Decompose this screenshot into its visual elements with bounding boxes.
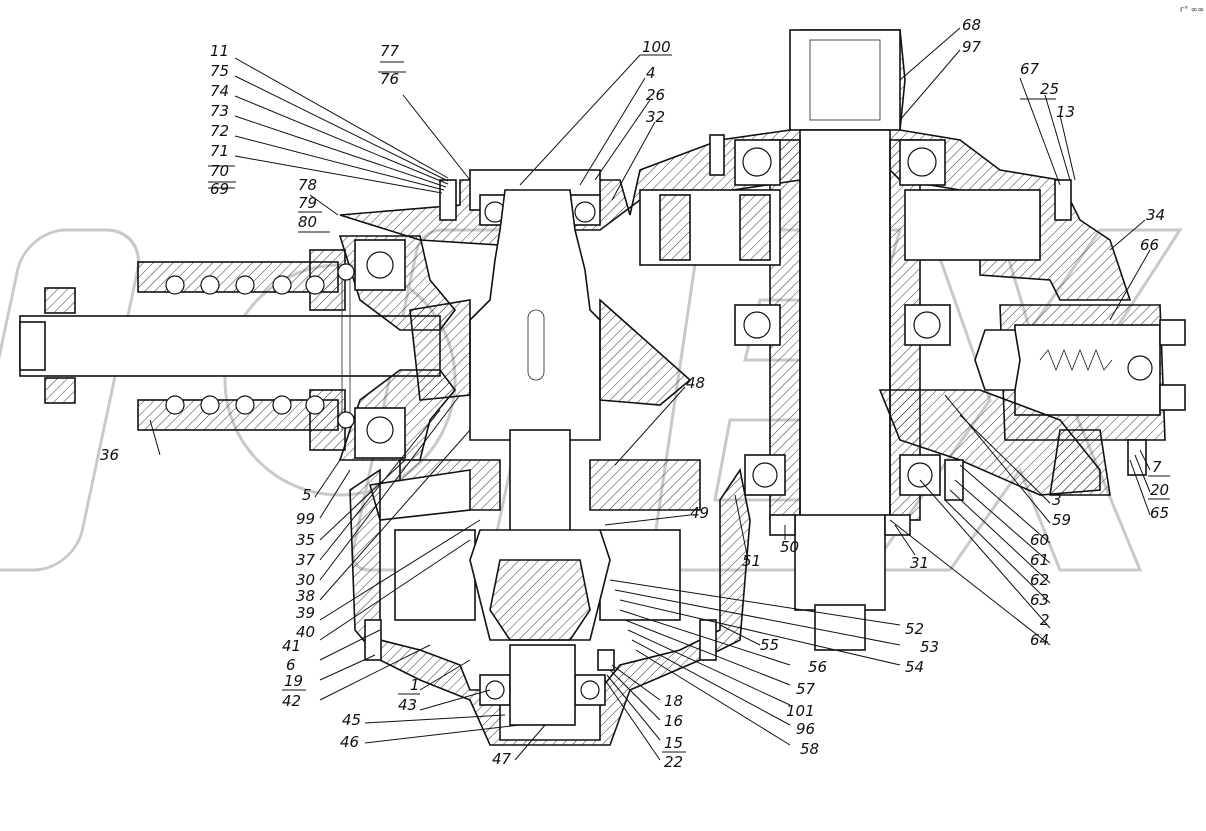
- callout-4: 4: [646, 64, 656, 82]
- callout-1: 1: [410, 676, 420, 694]
- callout-97: 97: [962, 38, 982, 56]
- fasteners: [364, 134, 1147, 671]
- callout-26: 26: [646, 86, 665, 104]
- callout-46: 46: [340, 733, 359, 751]
- callout-35: 35: [296, 531, 315, 549]
- bearing-ball: [200, 275, 220, 295]
- callout-36: 36: [100, 446, 119, 464]
- callout-20: 20: [1150, 481, 1169, 499]
- callout-77: 77: [380, 42, 400, 60]
- callout-34: 34: [1146, 206, 1165, 224]
- callout-63: 63: [1030, 591, 1049, 609]
- callout-40: 40: [296, 623, 315, 641]
- callout-78: 78: [298, 176, 317, 194]
- callout-32: 32: [646, 108, 665, 126]
- callout-64: 64: [1030, 631, 1049, 649]
- right-valve-block: [878, 304, 1186, 496]
- bearing-ball: [305, 395, 325, 415]
- callout-39: 39: [296, 604, 315, 622]
- callout-71: 71: [210, 142, 229, 160]
- callout-22: 22: [664, 753, 683, 771]
- callout-43: 43: [398, 696, 417, 714]
- callout-69: 69: [210, 180, 229, 198]
- bearing-ball: [235, 275, 255, 295]
- callout-79: 79: [298, 194, 317, 212]
- callout-66: 66: [1140, 236, 1159, 254]
- lower-housing: [349, 467, 911, 746]
- callout-labels: 11 75 74 73 72 71 70 69 78 79 80 77 76 1…: [100, 16, 1169, 771]
- callout-7: 7: [1152, 458, 1162, 476]
- callout-16: 16: [664, 712, 683, 730]
- callout-25: 25: [1040, 80, 1059, 98]
- callout-19: 19: [284, 672, 303, 690]
- leader-lines: [149, 27, 1151, 761]
- callout-101: 101: [786, 702, 815, 720]
- callout-100: 100: [642, 38, 671, 56]
- callout-6: 6: [286, 656, 296, 674]
- callout-47: 47: [492, 750, 512, 768]
- callout-51: 51: [742, 552, 761, 570]
- upper-housing: [339, 29, 1132, 521]
- center-shaft-assembly: [368, 169, 701, 541]
- callout-52: 52: [905, 620, 924, 638]
- callout-60: 60: [1030, 531, 1049, 549]
- callout-3: 3: [1052, 491, 1062, 509]
- callout-67: 67: [1020, 60, 1040, 78]
- callout-13: 13: [1056, 103, 1075, 121]
- bearing-ball: [165, 275, 185, 295]
- callout-65: 65: [1150, 504, 1169, 522]
- bearing-ball: [305, 275, 325, 295]
- callout-15: 15: [664, 734, 683, 752]
- callout-53: 53: [920, 638, 939, 656]
- callout-54: 54: [905, 658, 924, 676]
- callout-76: 76: [380, 70, 399, 88]
- callout-42: 42: [282, 692, 301, 710]
- bearing-ball: [165, 395, 185, 415]
- callout-96: 96: [796, 720, 815, 738]
- corner-mark: г° ∞∞: [1180, 5, 1204, 14]
- callout-45: 45: [342, 711, 361, 729]
- callout-41: 41: [282, 637, 301, 655]
- callout-75: 75: [210, 62, 229, 80]
- callout-2: 2: [1040, 611, 1050, 629]
- bearing-ball: [272, 395, 292, 415]
- callout-72: 72: [210, 122, 229, 140]
- callout-49: 49: [690, 504, 709, 522]
- label-underlines: [208, 61, 1170, 753]
- callout-37: 37: [296, 551, 316, 569]
- callout-5: 5: [302, 486, 312, 504]
- bearing-ball: [200, 395, 220, 415]
- callout-74: 74: [210, 82, 229, 100]
- callout-55: 55: [760, 636, 779, 654]
- callout-62: 62: [1030, 571, 1049, 589]
- callout-48: 48: [686, 374, 705, 392]
- callout-30: 30: [296, 571, 315, 589]
- bearing-ball: [235, 395, 255, 415]
- callout-56: 56: [808, 658, 827, 676]
- bearing-ball: [272, 275, 292, 295]
- callout-58: 58: [800, 740, 819, 758]
- callout-38: 38: [296, 587, 315, 605]
- left-bearing-balls: [165, 275, 325, 415]
- callout-70: 70: [210, 162, 229, 180]
- callout-68: 68: [962, 16, 981, 34]
- callout-80: 80: [298, 213, 317, 231]
- callout-73: 73: [210, 102, 229, 120]
- callout-18: 18: [664, 692, 683, 710]
- callout-50: 50: [780, 538, 799, 556]
- callout-31: 31: [910, 554, 929, 572]
- callout-59: 59: [1052, 511, 1071, 529]
- callout-99: 99: [296, 510, 315, 528]
- left-shaft-assembly: [19, 235, 457, 461]
- callout-11: 11: [210, 42, 229, 60]
- callout-57: 57: [796, 680, 816, 698]
- callout-61: 61: [1030, 551, 1049, 569]
